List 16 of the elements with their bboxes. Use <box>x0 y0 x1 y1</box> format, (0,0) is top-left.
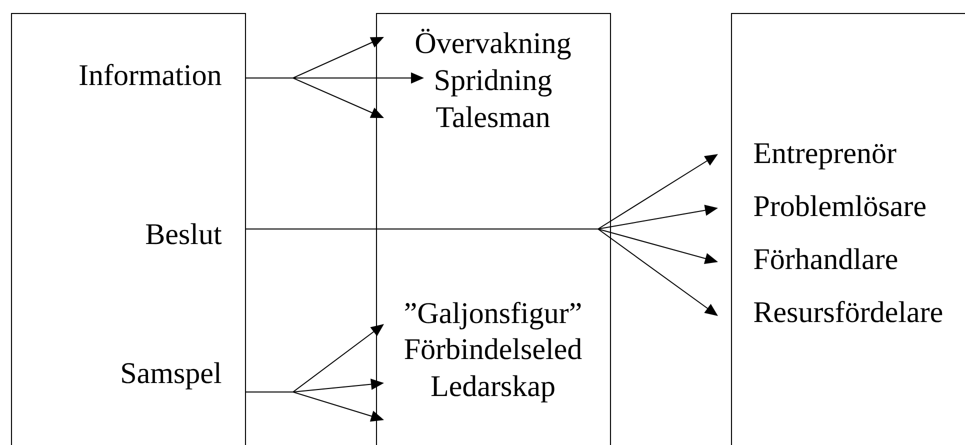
role-label: Samspel <box>122 362 222 390</box>
role-label: Resursfördelare <box>754 300 942 322</box>
role-label: Förhandlare <box>754 248 898 270</box>
role-label: Spridning <box>436 69 552 96</box>
panel-box <box>376 13 611 445</box>
role-label: Entreprenör <box>754 143 896 170</box>
role-label: Talesman <box>436 106 550 128</box>
role-label: Information <box>80 64 222 86</box>
role-label: Ledarskap <box>431 375 554 402</box>
panel-box <box>731 13 965 445</box>
panel-box <box>11 13 246 445</box>
role-label: Beslut <box>146 223 222 244</box>
role-label: Problemlösare <box>754 195 926 216</box>
role-label: Förbindelseled <box>404 338 582 360</box>
role-label: ”Galjonsfigur” <box>405 302 581 330</box>
role-label: Övervakning <box>416 28 571 60</box>
